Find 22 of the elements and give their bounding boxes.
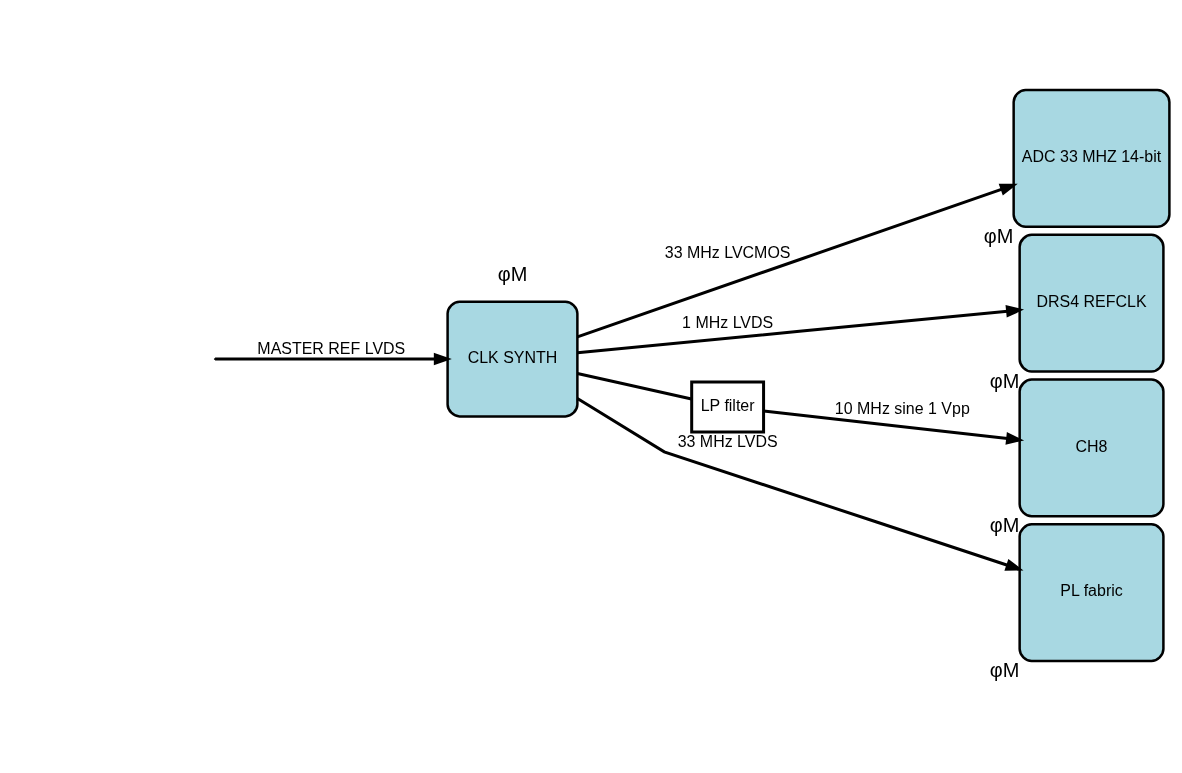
edge-label: 33 MHz LVDS [677,432,778,450]
arrow [763,409,1025,445]
node-box: DRS4 REFCLK [1018,233,1165,373]
arrow [577,305,1025,355]
connector [577,371,692,401]
node-label: φM [989,659,1020,682]
edge-label: 10 MHz sine 1 Vpp [834,399,970,417]
arrow [576,183,1018,339]
edge-label: MASTER REF LVDS [257,339,406,357]
node-label: φM [983,224,1014,247]
node-label: φM [989,369,1020,392]
node-box: ADC 33 MHZ 14-bit [1012,88,1171,228]
arrow [215,352,452,366]
node-box: CH8 [1018,378,1165,518]
node-box: LP filter [690,380,766,434]
node-label: φM [989,514,1020,537]
edge-label: 1 MHz LVDS [682,313,774,331]
node-box: CLK SYNTH [446,300,579,418]
edge-label: 33 MHz LVCMOS [664,244,791,262]
arrow [576,397,1024,571]
node-box: PL fabric [1018,523,1165,663]
label: φM [497,263,528,286]
